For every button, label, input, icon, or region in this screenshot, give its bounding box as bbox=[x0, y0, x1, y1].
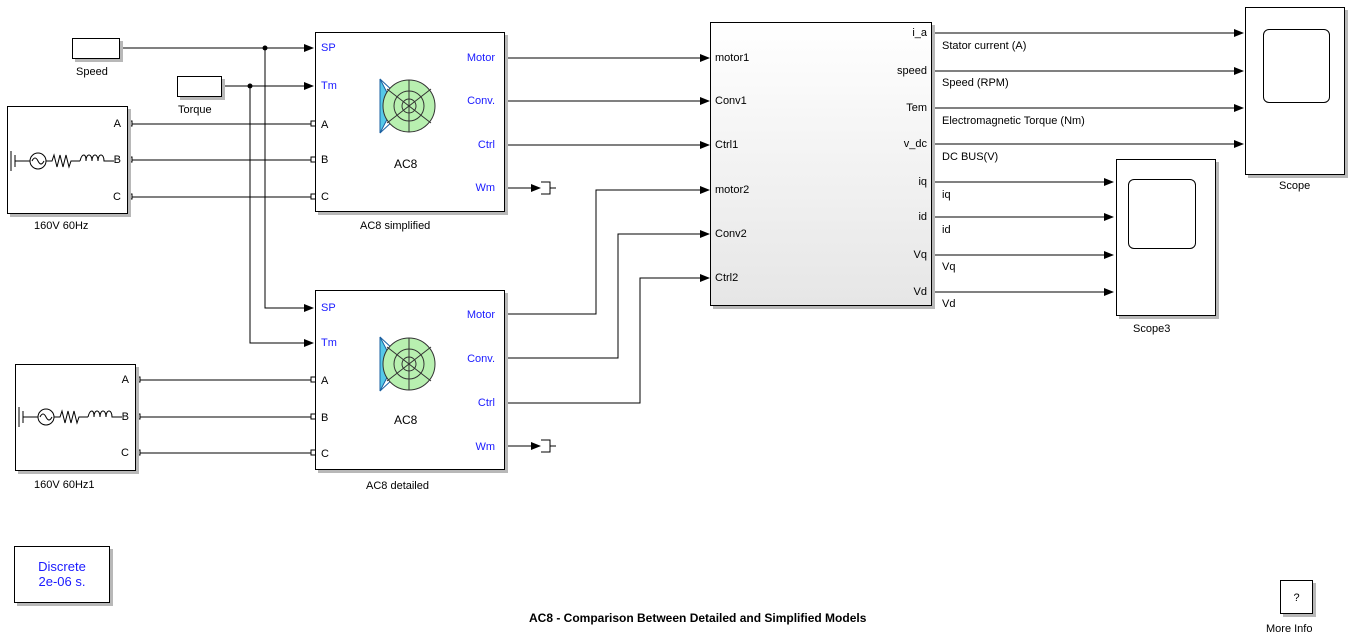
mux-output-ia: i_a bbox=[912, 27, 927, 39]
powergui-discrete-block[interactable]: Discrete 2e-06 s. bbox=[14, 546, 110, 603]
mux-input-ctrl1: Ctrl1 bbox=[715, 139, 739, 151]
torque-label: Torque bbox=[178, 104, 212, 116]
speed-block[interactable] bbox=[72, 38, 120, 59]
ac8d-input-a: A bbox=[321, 375, 329, 387]
signal-iq: iq bbox=[942, 189, 951, 201]
ac8s-center-label: AC8 bbox=[394, 157, 418, 171]
src1-label: 160V 60Hz bbox=[34, 220, 89, 232]
ac8-detailed-block[interactable]: SP Tm A B C Motor Conv. Ctrl Wm AC8 bbox=[315, 290, 505, 470]
mux-input-motor2: motor2 bbox=[715, 184, 750, 196]
ac8s-input-b: B bbox=[321, 154, 329, 166]
mux-input-motor1: motor1 bbox=[715, 52, 750, 64]
scope3-screen-icon bbox=[1128, 179, 1196, 249]
signal-subsystem-block[interactable]: motor1 Conv1 Ctrl1 motor2 Conv2 Ctrl2 i_… bbox=[710, 22, 932, 306]
src1-port-a: A bbox=[113, 118, 121, 130]
ac8d-label: AC8 detailed bbox=[366, 480, 429, 492]
motor-drive-icon bbox=[379, 336, 436, 392]
more-info-label: More Info bbox=[1266, 623, 1313, 635]
mux-input-ctrl2: Ctrl2 bbox=[715, 272, 739, 284]
scope-block[interactable] bbox=[1245, 7, 1345, 175]
ac8d-center-label: AC8 bbox=[394, 413, 418, 427]
speed-label: Speed bbox=[76, 66, 108, 78]
motor-drive-icon bbox=[379, 78, 436, 134]
discrete-sample-time: 2e-06 s. bbox=[38, 574, 86, 589]
ac8s-input-tm: Tm bbox=[321, 80, 337, 92]
ac8s-output-conv: Conv. bbox=[467, 95, 495, 107]
ac8s-output-wm: Wm bbox=[475, 182, 495, 194]
mux-output-id: id bbox=[918, 211, 927, 223]
ac8s-label: AC8 simplified bbox=[360, 220, 431, 232]
page-title: AC8 - Comparison Between Detailed and Si… bbox=[529, 611, 867, 625]
torque-block[interactable] bbox=[177, 76, 222, 97]
src1-port-b: B bbox=[113, 154, 121, 166]
three-phase-source-icon bbox=[10, 151, 114, 171]
voltage-source-1[interactable]: A B C bbox=[7, 106, 128, 214]
discrete-text: Discrete bbox=[38, 559, 86, 574]
mux-input-conv1: Conv1 bbox=[715, 95, 747, 107]
mux-output-tem: Tem bbox=[906, 102, 927, 114]
signal-vd: Vd bbox=[942, 298, 956, 310]
ac8d-input-c: C bbox=[321, 448, 329, 460]
signal-stator-current: Stator current (A) bbox=[942, 40, 1027, 52]
mux-output-vq: Vq bbox=[913, 249, 927, 261]
ac8d-input-b: B bbox=[321, 412, 329, 424]
scope-label: Scope bbox=[1279, 180, 1311, 192]
mux-output-iq: iq bbox=[918, 176, 927, 188]
ac8s-input-sp: SP bbox=[321, 42, 336, 54]
ac8d-input-tm: Tm bbox=[321, 337, 337, 349]
src2-port-a: A bbox=[121, 374, 129, 386]
ac8s-input-c: C bbox=[321, 191, 329, 203]
help-icon: ? bbox=[1293, 592, 1300, 604]
ac8-simplified-block[interactable]: SP Tm A B C Motor Conv. Ctrl Wm AC8 bbox=[315, 32, 505, 212]
ac8d-output-conv: Conv. bbox=[467, 353, 495, 365]
signal-vq: Vq bbox=[942, 261, 956, 273]
signal-speed: Speed (RPM) bbox=[942, 77, 1009, 89]
mux-input-conv2: Conv2 bbox=[715, 228, 747, 240]
signal-id: id bbox=[942, 224, 951, 236]
scope3-block[interactable] bbox=[1116, 159, 1216, 316]
more-info-button[interactable]: ? bbox=[1280, 580, 1313, 614]
mux-output-vd: Vd bbox=[913, 286, 927, 298]
signal-dc-bus: DC BUS(V) bbox=[942, 151, 999, 163]
mux-output-vdc: v_dc bbox=[903, 138, 927, 150]
ac8d-input-sp: SP bbox=[321, 302, 336, 314]
src2-port-c: C bbox=[121, 447, 129, 459]
mux-output-speed: speed bbox=[897, 65, 927, 77]
ac8d-output-ctrl: Ctrl bbox=[477, 397, 495, 409]
src1-port-c: C bbox=[113, 191, 121, 203]
ac8d-output-wm: Wm bbox=[475, 441, 495, 453]
ac8s-input-a: A bbox=[321, 119, 329, 131]
signal-torque: Electromagnetic Torque (Nm) bbox=[942, 115, 1085, 127]
ac8d-output-motor: Motor bbox=[466, 309, 495, 321]
src2-port-b: B bbox=[121, 411, 129, 423]
ac8s-output-ctrl: Ctrl bbox=[477, 139, 495, 151]
scope3-label: Scope3 bbox=[1133, 323, 1171, 335]
ac8s-output-motor: Motor bbox=[466, 52, 495, 64]
scope-screen-icon bbox=[1263, 29, 1330, 103]
three-phase-source-icon bbox=[18, 407, 122, 427]
src2-label: 160V 60Hz1 bbox=[34, 479, 95, 491]
voltage-source-2[interactable]: A B C bbox=[15, 364, 136, 471]
